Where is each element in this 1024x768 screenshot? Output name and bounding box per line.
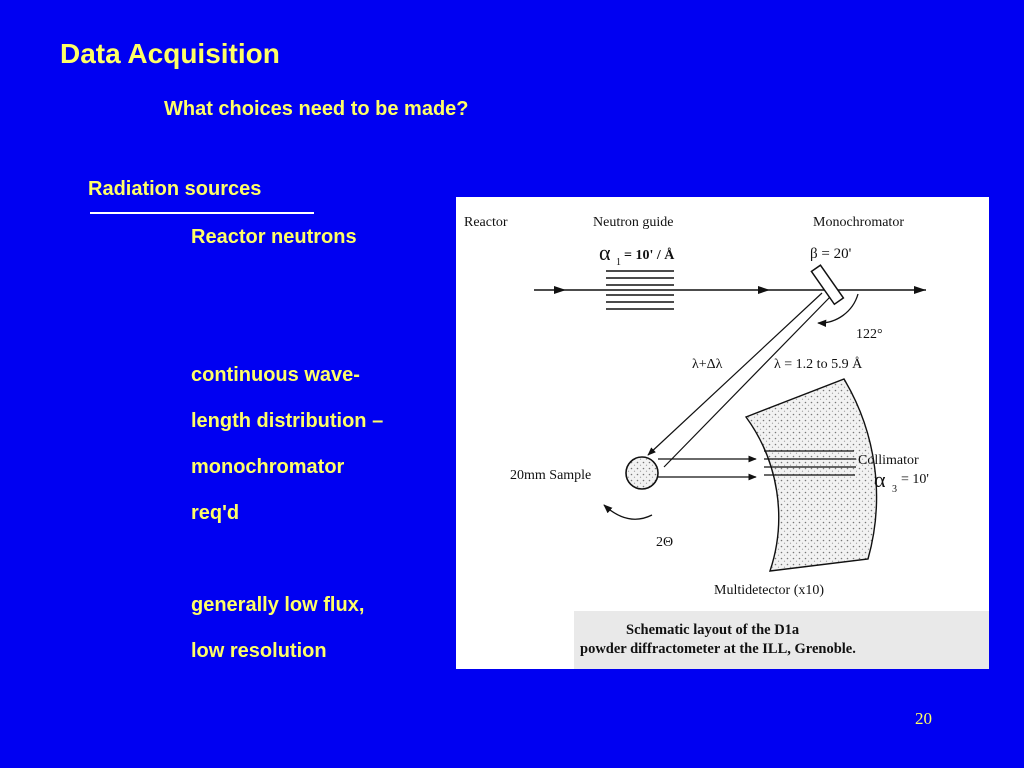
caption-line: powder diffractometer at the ILL, Grenob… bbox=[580, 641, 856, 657]
monochromator-crystal bbox=[810, 264, 845, 306]
sample-label: 20mm Sample bbox=[510, 468, 591, 483]
two-theta-label: 2Θ bbox=[656, 535, 673, 550]
monochromated-beam bbox=[647, 292, 823, 456]
note-line: generally low flux, bbox=[191, 594, 365, 616]
description-line: req'd bbox=[191, 502, 240, 524]
page-number: 20 bbox=[915, 709, 932, 728]
collimator-lines bbox=[764, 450, 856, 476]
neutron-guide-plates bbox=[606, 270, 674, 310]
lambda-spread-label: λ+Δλ bbox=[692, 357, 723, 372]
alpha3-subscript: 3 bbox=[892, 484, 897, 495]
angle-122-label: 122° bbox=[856, 327, 883, 342]
alpha3-value: = 10' bbox=[901, 472, 929, 487]
caption-line: Schematic layout of the D1a bbox=[626, 622, 800, 638]
monochromated-beam bbox=[663, 296, 831, 468]
description-line: continuous wave- bbox=[191, 364, 360, 386]
monochromator-label: Monochromator bbox=[813, 215, 904, 230]
description-line: length distribution – bbox=[191, 410, 384, 432]
alpha1-value: = 10' / Å bbox=[624, 247, 675, 263]
neutron-guide-label: Neutron guide bbox=[593, 215, 673, 230]
multidetector-label: Multidetector (x10) bbox=[714, 583, 824, 598]
beam-arrow-icon bbox=[914, 286, 926, 294]
heading-underline bbox=[90, 212, 314, 214]
description-line: monochromator bbox=[191, 456, 345, 478]
beam-arrow-icon bbox=[758, 286, 770, 294]
item-heading: Reactor neutrons bbox=[191, 226, 357, 248]
alpha1-symbol: α bbox=[599, 240, 611, 265]
note-line: low resolution bbox=[191, 640, 327, 662]
diffractometer-schematic: Reactor Neutron guide Monochromator α 1 … bbox=[464, 215, 989, 669]
two-theta-arc bbox=[603, 504, 653, 520]
collimator-label: Collimator bbox=[858, 453, 919, 468]
sample-circle bbox=[625, 456, 659, 490]
beta-label: β = 20' bbox=[810, 246, 852, 262]
alpha3-symbol: α bbox=[874, 467, 886, 492]
lambda-range-label: λ = 1.2 to 5.9 Å bbox=[774, 356, 863, 372]
reactor-label: Reactor bbox=[464, 215, 508, 230]
diffractometer-figure: Reactor Neutron guide Monochromator α 1 … bbox=[456, 197, 989, 669]
angle-arc bbox=[817, 293, 859, 327]
slide-subtitle: What choices need to be made? bbox=[164, 98, 469, 120]
slide-title: Data Acquisition bbox=[60, 38, 280, 69]
alpha1-subscript: 1 bbox=[616, 257, 621, 268]
caption-background bbox=[574, 611, 989, 669]
section-heading: Radiation sources bbox=[88, 178, 262, 200]
beam-arrow-icon bbox=[554, 286, 566, 294]
